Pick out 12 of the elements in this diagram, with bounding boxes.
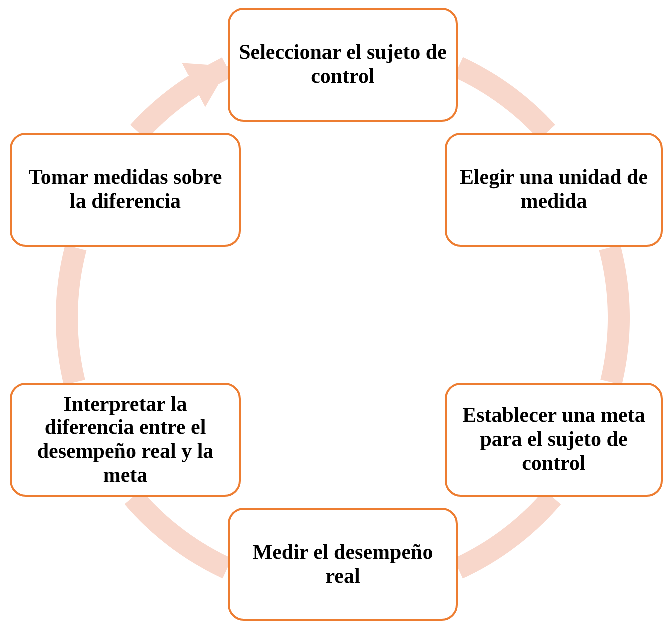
step-text: Seleccionar el sujeto de control [238,41,448,89]
process-box [10,133,241,247]
step-text: Establecer una meta para el sujeto de control [462,404,646,476]
process-box [445,133,663,247]
step-text: Elegir una unidad de medida [458,166,650,214]
step-text: Medir el desempeño real [252,540,434,588]
process-box [228,8,458,122]
process-box [445,383,663,497]
step-text: Interpretar la diferencia entre el desempeño real y la meta [36,392,215,488]
process-box [228,508,458,621]
step-text: Tomar medidas sobre la diferencia [28,166,224,214]
process-box [10,383,241,497]
